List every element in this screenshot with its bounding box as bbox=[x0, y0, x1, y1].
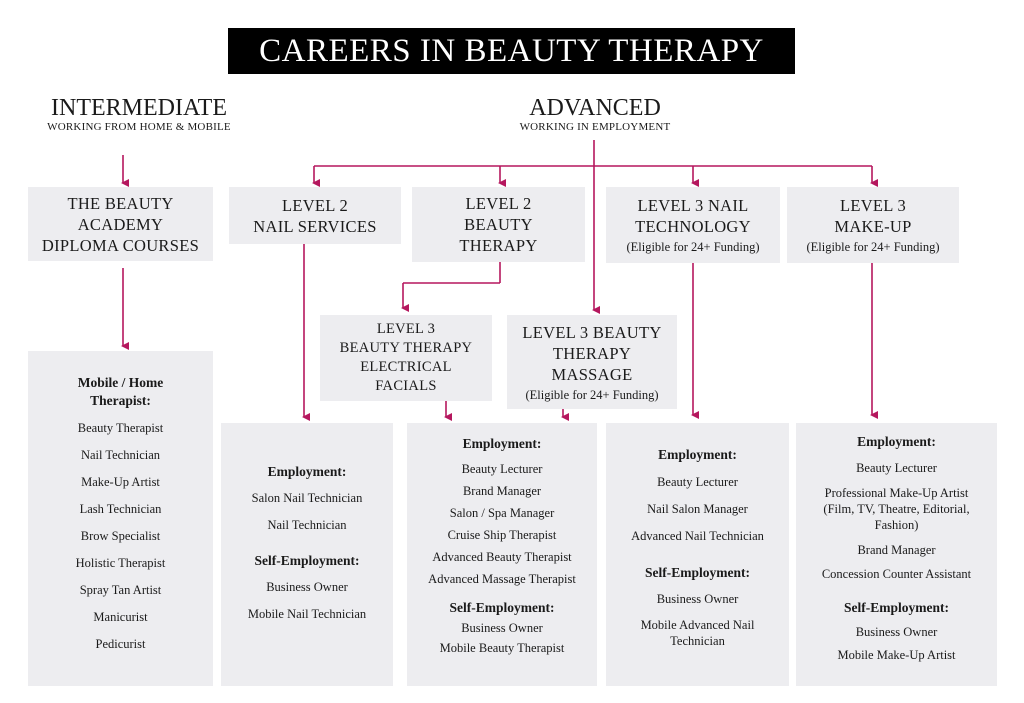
course-title: LEVEL 3 BEAUTY THERAPY ELECTRICAL FACIAL… bbox=[339, 321, 473, 394]
career-item: Spray Tan Artist bbox=[79, 583, 162, 597]
employment-heading: Employment: bbox=[658, 447, 737, 462]
career-item: Beauty Lecturer bbox=[657, 475, 738, 489]
career-item: Beauty Therapist bbox=[77, 421, 164, 435]
career-item: Professional Make-Up Artist (Film, TV, T… bbox=[823, 486, 970, 532]
employment-heading: Employment: bbox=[267, 464, 347, 479]
course-title: LEVEL 3 BEAUTY THERAPY MASSAGE bbox=[522, 322, 662, 384]
self-employment-heading: Self-Employment: bbox=[254, 553, 360, 568]
course-beauty-academy: THE BEAUTY ACADEMY DIPLOMA COURSES bbox=[28, 187, 213, 261]
advanced-heading: ADVANCED bbox=[529, 95, 661, 121]
funding-note: (Eligible for 24+ Funding) bbox=[525, 387, 659, 402]
self-employment-heading: Self-Employment: bbox=[449, 600, 555, 615]
careers-make-up: Employment: Beauty Lecturer Professional… bbox=[796, 423, 997, 686]
career-item: Nail Technician bbox=[267, 518, 347, 532]
career-item: Pedicurist bbox=[95, 637, 146, 651]
course-title: LEVEL 2 NAIL SERVICES bbox=[253, 195, 377, 236]
career-item: Lash Technician bbox=[79, 502, 162, 516]
careers-heading: Mobile / Home Therapist: bbox=[77, 375, 164, 408]
course-level3-electrical: LEVEL 3 BEAUTY THERAPY ELECTRICAL FACIAL… bbox=[320, 315, 492, 401]
career-item: Brow Specialist bbox=[80, 529, 161, 543]
career-item: Manicurist bbox=[93, 610, 148, 624]
career-item: Mobile Advanced Nail Technician bbox=[640, 618, 755, 648]
career-item: Business Owner bbox=[656, 592, 739, 606]
employment-heading: Employment: bbox=[462, 436, 542, 451]
career-item: Beauty Lecturer bbox=[856, 461, 937, 475]
career-item: Cruise Ship Therapist bbox=[447, 528, 557, 542]
career-item: Business Owner bbox=[461, 621, 543, 635]
intermediate-subheading: WORKING FROM HOME & MOBILE bbox=[47, 121, 231, 133]
course-level2-beauty: LEVEL 2 BEAUTY THERAPY bbox=[412, 187, 585, 262]
career-item: Beauty Lecturer bbox=[461, 462, 543, 476]
careers-mobile: Mobile / Home Therapist: Beauty Therapis… bbox=[28, 351, 213, 686]
self-employment-heading: Self-Employment: bbox=[844, 600, 949, 615]
course-level3-nail: LEVEL 3 NAIL TECHNOLOGY (Eligible for 24… bbox=[606, 187, 780, 263]
intermediate-header: INTERMEDIATE WORKING FROM HOME & MOBILE bbox=[28, 95, 250, 134]
advanced-header: ADVANCED WORKING IN EMPLOYMENT bbox=[470, 95, 720, 134]
career-item: Advanced Massage Therapist bbox=[428, 572, 576, 586]
course-title: LEVEL 3 MAKE-UP bbox=[834, 196, 912, 236]
career-item: Brand Manager bbox=[857, 543, 936, 557]
career-item: Mobile Nail Technician bbox=[247, 607, 367, 621]
career-item: Salon Nail Technician bbox=[251, 491, 363, 505]
career-item: Make-Up Artist bbox=[81, 475, 160, 489]
course-title: LEVEL 2 BEAUTY THERAPY bbox=[459, 194, 538, 255]
career-item: Concession Counter Assistant bbox=[821, 567, 972, 581]
career-item: Advanced Nail Technician bbox=[631, 529, 764, 543]
employment-heading: Employment: bbox=[857, 434, 936, 449]
course-level3-makeup: LEVEL 3 MAKE-UP (Eligible for 24+ Fundin… bbox=[787, 187, 959, 263]
careers-nail-services: Employment: Salon Nail Technician Nail T… bbox=[221, 423, 393, 686]
course-level3-massage: LEVEL 3 BEAUTY THERAPY MASSAGE (Eligible… bbox=[507, 315, 677, 409]
careers-nail-technology: Employment: Beauty Lecturer Nail Salon M… bbox=[606, 423, 789, 686]
funding-note: (Eligible for 24+ Funding) bbox=[626, 240, 760, 254]
course-title: LEVEL 3 NAIL TECHNOLOGY bbox=[635, 196, 751, 236]
careers-beauty-therapy: Employment: Beauty Lecturer Brand Manage… bbox=[407, 423, 597, 686]
intermediate-heading: INTERMEDIATE bbox=[51, 95, 227, 121]
career-item: Holistic Therapist bbox=[75, 556, 166, 570]
career-item: Mobile Make-Up Artist bbox=[837, 648, 956, 662]
career-item: Nail Salon Manager bbox=[647, 502, 748, 516]
career-item: Brand Manager bbox=[462, 484, 542, 498]
career-item: Business Owner bbox=[855, 625, 938, 639]
funding-note: (Eligible for 24+ Funding) bbox=[806, 240, 940, 254]
advanced-subheading: WORKING IN EMPLOYMENT bbox=[519, 121, 671, 133]
career-item: Advanced Beauty Therapist bbox=[432, 550, 572, 564]
career-item: Mobile Beauty Therapist bbox=[439, 641, 565, 655]
career-item: Salon / Spa Manager bbox=[449, 506, 555, 520]
self-employment-heading: Self-Employment: bbox=[645, 565, 750, 580]
course-title: THE BEAUTY ACADEMY DIPLOMA COURSES bbox=[41, 193, 200, 255]
page-title: CAREERS IN BEAUTY THERAPY bbox=[228, 28, 795, 74]
course-level2-nail: LEVEL 2 NAIL SERVICES bbox=[229, 187, 401, 244]
career-item: Nail Technician bbox=[80, 448, 161, 462]
career-item: Business Owner bbox=[266, 580, 348, 594]
